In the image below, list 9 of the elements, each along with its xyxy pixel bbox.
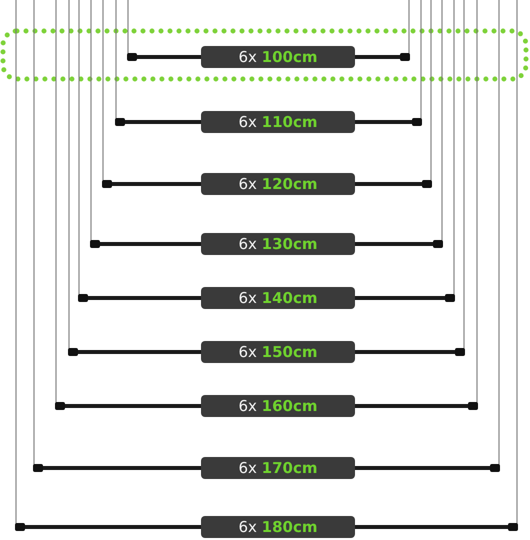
size-label: 6x 140cm — [201, 287, 355, 309]
size-label: 6x 160cm — [201, 395, 355, 417]
size-label: 6x 120cm — [201, 173, 355, 195]
size-label: 6x 180cm — [201, 516, 355, 538]
size-label: 6x 110cm — [201, 111, 355, 133]
size-label: 6x 130cm — [201, 233, 355, 255]
size-label: 6x 170cm — [201, 457, 355, 479]
size-label: 6x 150cm — [201, 341, 355, 363]
size-label: 6x 100cm — [201, 46, 355, 68]
